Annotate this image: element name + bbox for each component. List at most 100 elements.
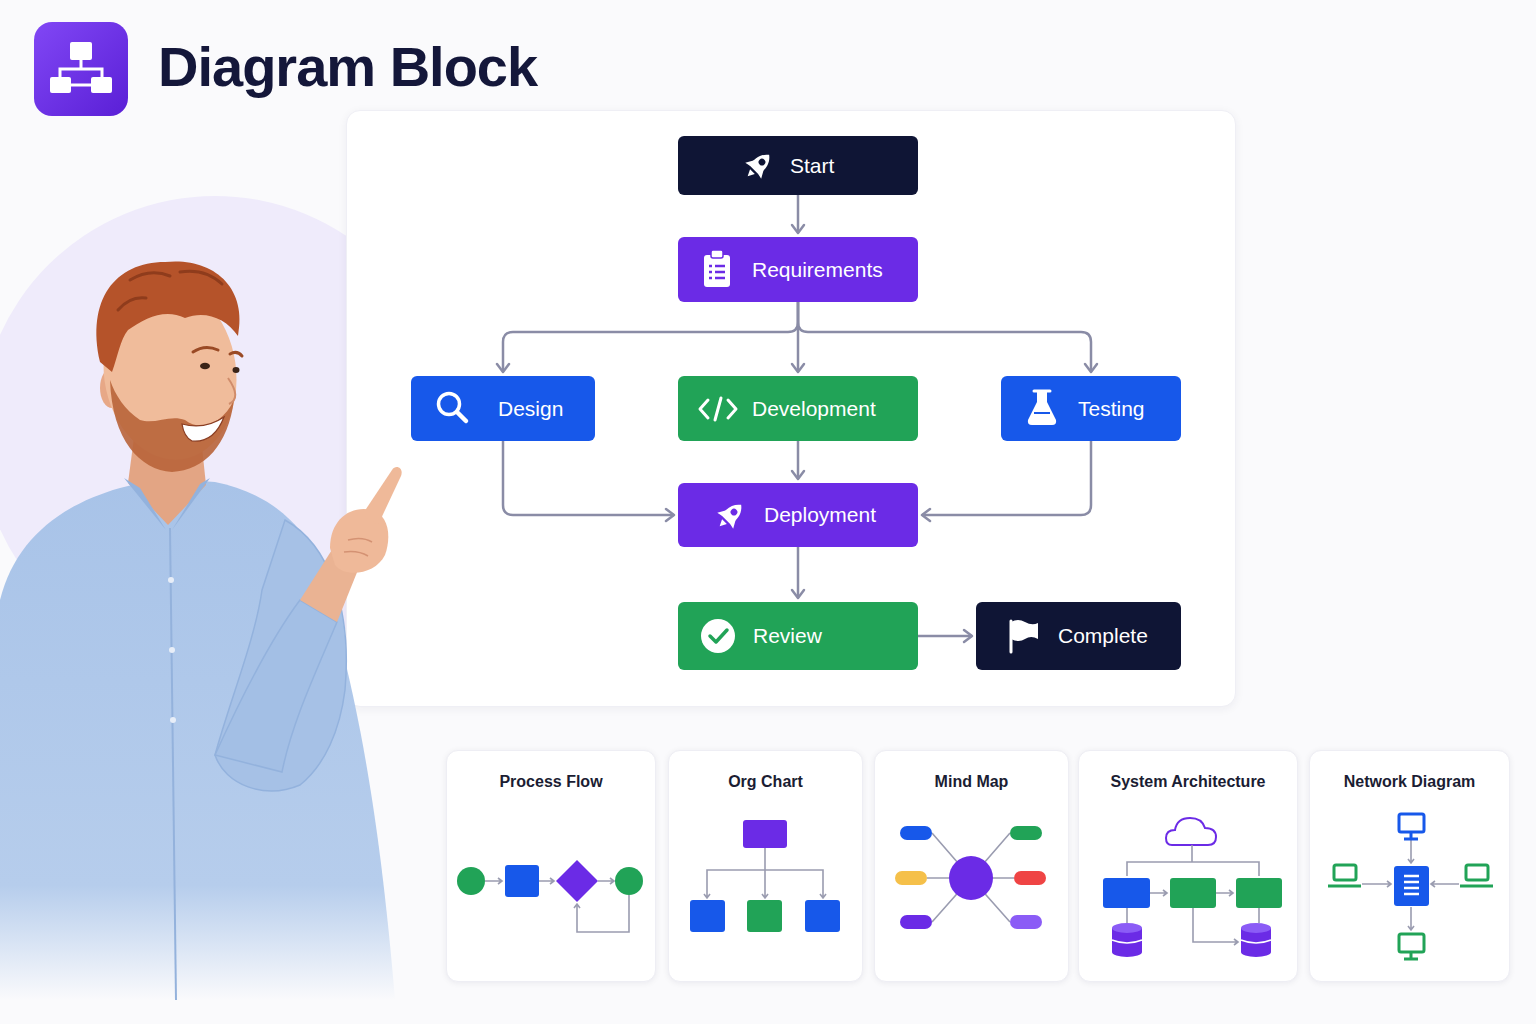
flow-connector bbox=[792, 195, 804, 233]
thumb-laptop-base bbox=[1328, 885, 1361, 888]
page-title: Diagram Block bbox=[158, 34, 537, 99]
card-heading: Network Diagram bbox=[1310, 773, 1509, 791]
check-circle bbox=[701, 619, 735, 653]
node-label: Design bbox=[498, 397, 563, 421]
connector-line bbox=[503, 441, 674, 515]
connector-line bbox=[922, 441, 1091, 515]
thumb-database bbox=[1112, 923, 1142, 933]
check-mark bbox=[710, 630, 727, 642]
thumb-box bbox=[1236, 878, 1282, 908]
node-label: Requirements bbox=[752, 258, 883, 282]
eye bbox=[200, 363, 210, 369]
connector-line bbox=[503, 302, 798, 372]
beard bbox=[110, 380, 234, 472]
start-terminal: Start bbox=[678, 136, 918, 195]
flag-pole bbox=[1010, 621, 1013, 652]
thumb-database bbox=[1241, 947, 1271, 957]
logo-box bbox=[70, 42, 92, 60]
shirt-button bbox=[169, 647, 175, 653]
hand bbox=[330, 509, 388, 573]
rocket-icon bbox=[740, 147, 777, 184]
thumb-arrow bbox=[539, 878, 554, 884]
connector-line bbox=[797, 195, 800, 233]
process-box: Requirements bbox=[678, 237, 918, 302]
arrow-head bbox=[792, 471, 804, 479]
thumb-cloud bbox=[1166, 818, 1216, 845]
thumb-server bbox=[1394, 866, 1429, 906]
thumb-links bbox=[1362, 840, 1459, 930]
shirt-placket bbox=[170, 528, 176, 1000]
node-label: Review bbox=[753, 624, 822, 648]
flask-rim bbox=[1034, 390, 1050, 393]
magnifier-lens bbox=[439, 394, 460, 415]
arrow-head bbox=[666, 509, 674, 521]
template-card: Network Diagram bbox=[1309, 750, 1510, 982]
thumb-server-lines bbox=[1404, 876, 1419, 894]
forearm-sleeve bbox=[215, 600, 337, 772]
thumb-laptop-base bbox=[1460, 885, 1493, 888]
logo-icon bbox=[50, 42, 112, 93]
arrow-head bbox=[792, 364, 804, 372]
node-label: Development bbox=[752, 397, 876, 421]
thumb-monitor bbox=[1399, 934, 1424, 952]
flask-body bbox=[1028, 392, 1056, 425]
process-box: Deployment bbox=[678, 483, 918, 547]
thumb-pill bbox=[1014, 871, 1046, 885]
shirt-button bbox=[168, 577, 174, 583]
thumb-box bbox=[690, 900, 725, 932]
process-box: Testing bbox=[1001, 376, 1181, 441]
thumb-monitor bbox=[1399, 814, 1424, 832]
magnifier-handle bbox=[457, 412, 466, 421]
thumb-database bbox=[1241, 923, 1271, 933]
thumb-database-band bbox=[1241, 940, 1271, 943]
node-label: Start bbox=[790, 154, 834, 178]
nose bbox=[228, 378, 235, 404]
process-flow-thumbnail bbox=[457, 860, 643, 932]
thumb-monitor-stand bbox=[1404, 953, 1418, 959]
flask-level bbox=[1034, 412, 1050, 414]
flow-connector bbox=[792, 547, 804, 598]
clipboard-lines bbox=[709, 266, 725, 278]
card-heading: Org Chart bbox=[669, 773, 862, 791]
network-diagram-thumbnail bbox=[1328, 814, 1493, 959]
thumb-pill bbox=[900, 826, 932, 840]
process-box: Review bbox=[678, 602, 918, 670]
hair-curls bbox=[118, 271, 222, 310]
hair bbox=[96, 261, 239, 372]
thumb-database bbox=[1112, 947, 1142, 957]
node-label: Complete bbox=[1058, 624, 1148, 648]
flag-icon bbox=[1011, 620, 1038, 652]
wrist bbox=[300, 545, 362, 622]
logo-box bbox=[50, 77, 71, 93]
thumb-box bbox=[805, 900, 840, 932]
flow-connector bbox=[503, 441, 674, 521]
thumb-branches bbox=[927, 833, 1014, 922]
thumb-pill bbox=[900, 915, 932, 929]
thumb-loop bbox=[574, 895, 629, 932]
rocket-icon bbox=[712, 497, 749, 534]
thumb-box bbox=[1170, 878, 1216, 908]
smile bbox=[182, 417, 224, 441]
mind-map-thumbnail bbox=[895, 826, 1046, 929]
neck bbox=[128, 428, 206, 525]
connector-line bbox=[797, 547, 800, 598]
flow-connector bbox=[792, 441, 804, 479]
thumb-database-band bbox=[1112, 940, 1142, 943]
connector-line bbox=[797, 302, 800, 372]
template-card: System Architecture bbox=[1078, 750, 1298, 982]
thumb-wires bbox=[1127, 845, 1259, 945]
thumb-pill bbox=[1010, 826, 1042, 840]
thumb-laptop bbox=[1466, 865, 1488, 880]
thumb-database bbox=[1112, 928, 1142, 952]
flag-cloth bbox=[1011, 620, 1038, 641]
connector-line bbox=[797, 441, 800, 479]
card-heading: System Architecture bbox=[1079, 773, 1297, 791]
thumb-arrow bbox=[485, 878, 502, 884]
face bbox=[92, 276, 247, 469]
pointing-finger bbox=[362, 467, 402, 525]
thumb-database bbox=[1241, 928, 1271, 952]
